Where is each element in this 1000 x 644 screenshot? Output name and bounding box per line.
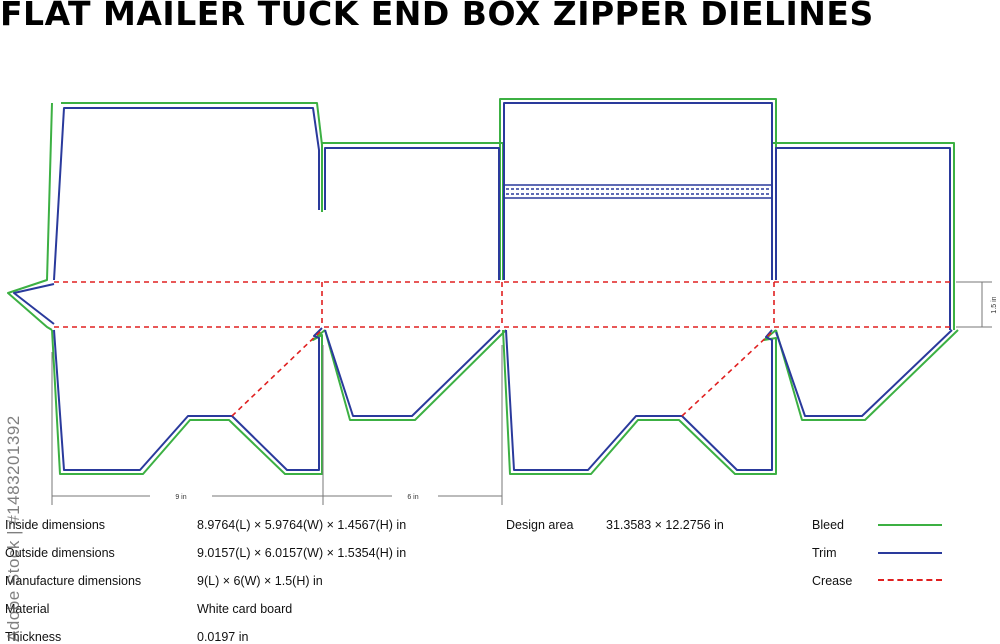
legend-trim-swatch	[878, 552, 942, 554]
dimension-height-label: 1.5 in	[991, 296, 998, 313]
trim-panel-3	[503, 102, 773, 280]
bleed-left-flap	[7, 102, 53, 331]
trim-bottom-1	[53, 327, 323, 471]
bleed-panel-2	[321, 142, 504, 280]
legend-bleed-label: Bleed	[812, 518, 844, 532]
dimension-width-label: 6 in	[407, 494, 418, 501]
trim-left-flap	[13, 283, 55, 325]
legend-crease-swatch	[878, 579, 942, 581]
zipper-strip	[504, 184, 773, 199]
spec-label: Manufacture dimensions	[5, 574, 142, 588]
spec-value: White card board	[197, 602, 293, 616]
design-area-value: 31.3583 × 12.2756 in	[606, 518, 724, 532]
trim-bottom-3	[505, 329, 773, 471]
legend-trim-label: Trim	[812, 546, 837, 560]
spec-label: Thickness	[5, 630, 62, 644]
legend-crease-label: Crease	[812, 574, 853, 588]
trim-panel-2	[324, 147, 500, 280]
spec-label: Material	[5, 602, 50, 616]
stock-watermark: Adobe Stock | #1483201392	[4, 415, 23, 642]
spec-value: 9.0157(L) × 6.0157(W) × 1.5354(H) in	[197, 546, 407, 560]
spec-label: Inside dimensions	[5, 518, 106, 532]
bleed-bottom-1	[51, 329, 326, 475]
crease-lines	[54, 281, 950, 417]
trim-outline	[13, 102, 953, 471]
dimension-lines	[51, 281, 992, 505]
bleed-bottom-4	[775, 329, 959, 421]
bleed-panel-4	[773, 142, 955, 280]
page-title: FLAT MAILER TUCK END BOX ZIPPER DIELINES	[0, 0, 874, 33]
trim-bottom-4	[775, 329, 953, 417]
design-area-label: Design area	[506, 518, 574, 532]
trim-bottom-2	[324, 329, 501, 417]
legend-bleed-swatch	[878, 524, 942, 526]
spec-value: 8.9764(L) × 5.9764(W) × 1.4567(H) in	[197, 518, 407, 532]
bleed-bottom-3	[502, 329, 777, 475]
bleed-bottom-2	[324, 329, 507, 421]
bleed-panel-1	[61, 102, 323, 212]
spec-value: 0.0197 in	[197, 630, 249, 644]
trim-panel-1	[53, 107, 320, 281]
spec-label: Outside dimensions	[5, 546, 115, 560]
spec-value: 9(L) × 6(W) × 1.5(H) in	[197, 574, 323, 588]
trim-panel-4	[775, 147, 951, 280]
dimension-length-label: 9 in	[175, 494, 186, 501]
bleed-outline	[7, 98, 959, 475]
